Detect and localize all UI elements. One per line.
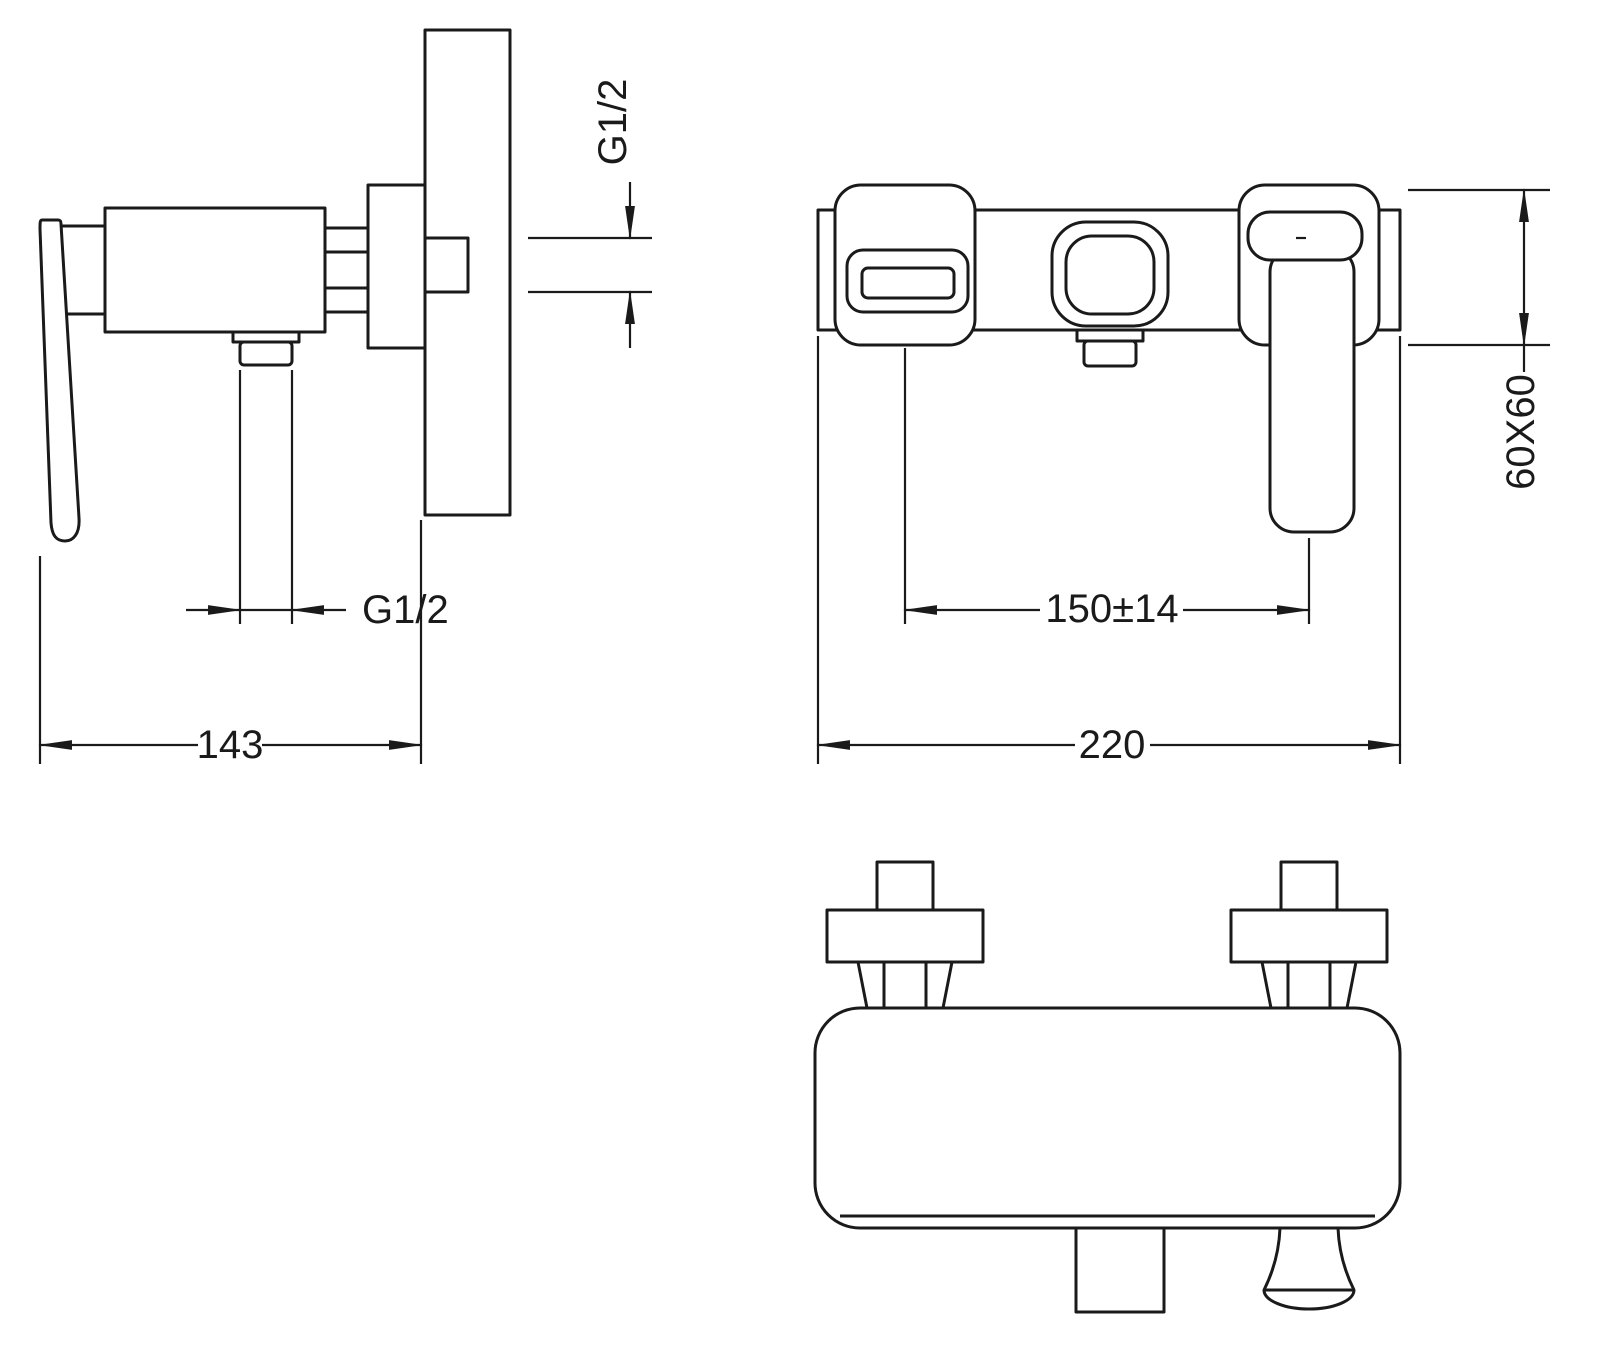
left-hex-nut	[856, 960, 954, 1010]
label-depth-143: 143	[197, 723, 264, 767]
mixer-body-side	[103, 206, 327, 334]
dimension-wall-thread: G1/2	[528, 79, 652, 348]
right-hex-nut	[1260, 960, 1358, 1010]
dimension-spacing-150: 150±14	[902, 348, 1312, 631]
outlet-thread-side	[238, 340, 294, 367]
wall-flange	[366, 183, 427, 350]
dimension-section-60x60: 60X60	[1408, 187, 1550, 490]
label-spacing-150: 150±14	[1045, 587, 1178, 631]
wall-pipe-socket	[423, 236, 470, 294]
mixer-body-top	[813, 1006, 1402, 1230]
spout-frame	[845, 248, 970, 314]
outlet-boss-outer	[1050, 220, 1170, 328]
cartridge-cap	[56, 224, 107, 316]
lever-handle-front	[1268, 246, 1356, 534]
label-width-220: 220	[1079, 723, 1146, 767]
outlet-flange-front	[1075, 328, 1145, 343]
outlet-thread-front	[1082, 339, 1138, 368]
label-wall-thread: G1/2	[591, 79, 635, 166]
left-union-flange	[825, 908, 985, 964]
lever-pivot-cap	[1246, 210, 1364, 262]
outlet-top-view	[1074, 1226, 1166, 1314]
handle-end-top-view	[1262, 1226, 1356, 1311]
lever-handle-side	[38, 218, 81, 543]
spout-mesh	[860, 266, 956, 300]
right-union-flange	[1229, 908, 1389, 964]
top-view	[813, 860, 1402, 1314]
label-section-60x60: 60X60	[1499, 374, 1543, 490]
dimension-outlet-thread: G1/2	[186, 370, 449, 632]
dimension-depth-143: 143	[37, 520, 424, 767]
label-outlet-thread: G1/2	[362, 588, 449, 632]
outlet-boss-inner	[1064, 234, 1156, 316]
dimension-width-220: 220	[815, 336, 1403, 767]
front-view	[816, 183, 1402, 534]
side-view	[38, 28, 512, 543]
right-union-square	[1279, 860, 1339, 914]
connection-nut	[323, 226, 370, 314]
left-union-square	[875, 860, 935, 914]
